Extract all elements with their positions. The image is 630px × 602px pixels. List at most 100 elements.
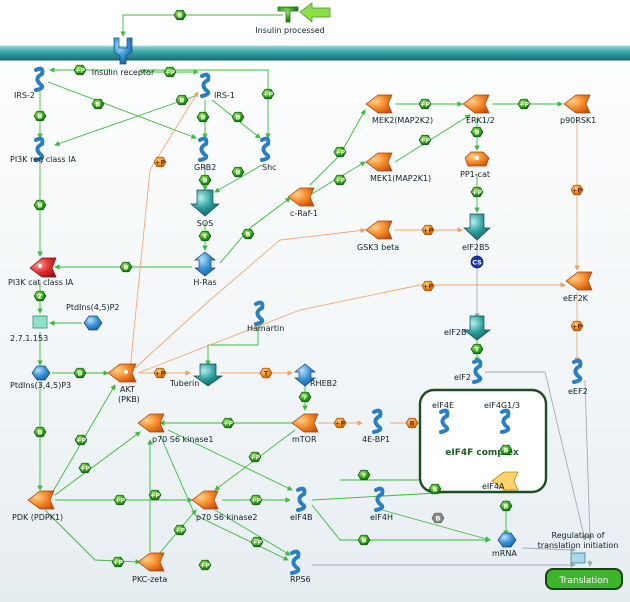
regulation-edges xyxy=(312,240,593,568)
shc-node[interactable]: Shc xyxy=(260,136,277,172)
sos-node[interactable]: SOS xyxy=(190,189,220,228)
phosphorylation-badge: +P xyxy=(250,536,264,548)
binding-badge-label: B xyxy=(436,514,441,522)
unknown-badge-label: ? xyxy=(362,471,366,479)
phosphorylation-badge: +P xyxy=(570,184,584,196)
eif4g-node[interactable]: eIF4G1/3 xyxy=(484,401,520,434)
p90rsk1-node[interactable]: p90RSK1 xyxy=(560,94,596,125)
unknown-badge: ? xyxy=(357,469,371,481)
binding-badge: B xyxy=(173,9,187,21)
phosphorylation-badge-label: +P xyxy=(472,188,482,196)
mek1-node[interactable]: MEK1(MAP2K1) xyxy=(365,152,431,183)
rheb2-node[interactable]: RHEB2 xyxy=(294,363,337,388)
phosphorylation-badge-label: +P xyxy=(335,148,345,156)
ptdins45-node[interactable]: PtdIns(4,5)P2 xyxy=(66,303,120,331)
mtor-node[interactable]: mTOR xyxy=(291,413,319,444)
phosphorylation-badge: +P xyxy=(153,156,167,168)
eef2-node[interactable]: eEF2 xyxy=(568,358,588,396)
phosphorylation-badge-label: +P xyxy=(335,176,345,184)
ebp1-node[interactable]: 4E-BP1 xyxy=(362,408,390,444)
unknown-badge-label: ? xyxy=(303,393,307,401)
eif4e-node[interactable]: eIF4E xyxy=(432,401,454,434)
eef2k-node[interactable]: eEF2K xyxy=(563,271,593,303)
phosphorylation-badge-label: +P xyxy=(572,322,582,330)
binding-badge-label: B xyxy=(38,428,43,436)
binding-badge: B xyxy=(231,166,245,178)
binding-badge: B xyxy=(499,500,513,512)
pi3k-reg-node[interactable]: PI3K reg class IA xyxy=(10,136,76,164)
tuberin-node[interactable]: Tuberin xyxy=(169,363,224,388)
pi3k-cat-label: PI3K cat class IA xyxy=(8,278,74,287)
z-badge-label: Z xyxy=(38,292,43,300)
cs-badge: CS xyxy=(470,255,484,269)
translation-label: Translation xyxy=(558,576,608,586)
hras-node[interactable]: H-Ras xyxy=(193,251,217,287)
pkczeta-node[interactable]: PKC-zeta xyxy=(132,552,167,584)
irs1-label: IRS-1 xyxy=(214,91,235,100)
irs1-node[interactable]: IRS-1 xyxy=(200,72,235,100)
binding-badge: B xyxy=(470,126,484,138)
phosphorylation-badge-label: +P xyxy=(200,561,210,569)
binding-badge: B xyxy=(119,261,133,273)
cell-membrane xyxy=(0,46,630,60)
eif4f-complex[interactable]: eIF4F complex xyxy=(418,388,548,494)
phosphorylation-badge-label: +P xyxy=(252,538,262,546)
hamartin-node[interactable]: Hamartin xyxy=(247,300,284,333)
binding-badge: B xyxy=(499,444,513,456)
craf1-node[interactable]: c-Raf-1 xyxy=(287,187,318,218)
akt-node[interactable]: AKT (PKB) xyxy=(107,363,140,404)
binding-badge-label: B xyxy=(178,11,183,19)
transformation-badge-label: T xyxy=(264,369,269,377)
transformation-badge-label: T xyxy=(203,232,208,240)
regulation-label-1: Regulation of xyxy=(552,531,605,540)
binding-badge: B xyxy=(196,111,210,123)
p70s6k2-node[interactable]: p70 S6 kinase2 xyxy=(191,490,258,522)
p70s6k1-node[interactable]: p70 S6 kinase1 xyxy=(137,413,214,444)
insulin-processed-node[interactable]: Insulin processed xyxy=(255,2,331,35)
binding-badge-label: B xyxy=(410,419,415,427)
phosphorylation-badge: +P xyxy=(418,134,432,146)
phosphorylation-badge: +P xyxy=(73,64,87,76)
eif4b-node[interactable]: eIF4B xyxy=(290,486,312,522)
eif4h-node[interactable]: eIF4H xyxy=(370,486,393,522)
pdk-node[interactable]: PDK (PDPK1) xyxy=(12,490,63,522)
phosphorylation-badge-label: +P xyxy=(80,464,90,472)
phosphorylation-badge: +P xyxy=(333,174,347,186)
eef2k-label: eEF2K xyxy=(563,294,589,303)
phosphorylation-badge: +P xyxy=(418,98,432,110)
erk12-label: ERK1/2 xyxy=(466,116,495,125)
rps6-node[interactable]: RPS6 xyxy=(290,549,311,584)
translation-node[interactable]: Translation xyxy=(545,568,623,590)
binding-badge-label: B xyxy=(78,369,83,377)
eif2b5-node[interactable]: eIF2B5 xyxy=(462,213,491,252)
pp1cat-node[interactable]: PP1-cat xyxy=(460,151,490,179)
regulation-node[interactable]: Regulation of translation initiation xyxy=(538,531,619,564)
eif2-node[interactable]: eIF2 xyxy=(454,358,483,384)
mek2-node[interactable]: MEK2(MAP2K2) xyxy=(365,94,433,125)
erk12-node[interactable]: ERK1/2 xyxy=(462,94,495,125)
eif2b-node[interactable]: eIF2B xyxy=(444,315,492,341)
binding-badge: B xyxy=(33,199,47,211)
insulin-receptor-node[interactable]: Insulin receptor xyxy=(92,37,155,77)
irs2-node[interactable]: IRS-2 xyxy=(14,66,45,100)
irs2-label: IRS-2 xyxy=(14,91,35,100)
pi3k-cat-node[interactable]: PI3K cat class IA xyxy=(8,257,74,287)
eif4h-label: eIF4H xyxy=(370,513,393,522)
ptdins345-node[interactable]: PtdIns(3,4,5)P3 xyxy=(10,365,71,390)
binding-badge-label: B xyxy=(475,128,480,136)
phosphorylation-badge-label: +P xyxy=(115,496,125,504)
hamartin-label: Hamartin xyxy=(247,324,284,333)
eif4a-node[interactable]: eIF4A xyxy=(482,471,519,491)
enzyme-node[interactable]: 2.7.1.153 xyxy=(10,315,48,343)
transformation-badge: T xyxy=(470,343,484,355)
eif2-label: eIF2 xyxy=(454,373,471,382)
mrna-node[interactable]: mRNA xyxy=(492,532,517,558)
phosphorylation-badge-label: +P xyxy=(250,453,260,461)
binding-badge-label: B xyxy=(203,176,208,184)
gsk3b-node[interactable]: GSK3 beta xyxy=(357,220,399,252)
ptdins45-label: PtdIns(4,5)P2 xyxy=(66,303,120,312)
grb2-node[interactable]: GRB2 xyxy=(194,136,216,172)
phosphorylation-badge: +P xyxy=(570,320,584,332)
